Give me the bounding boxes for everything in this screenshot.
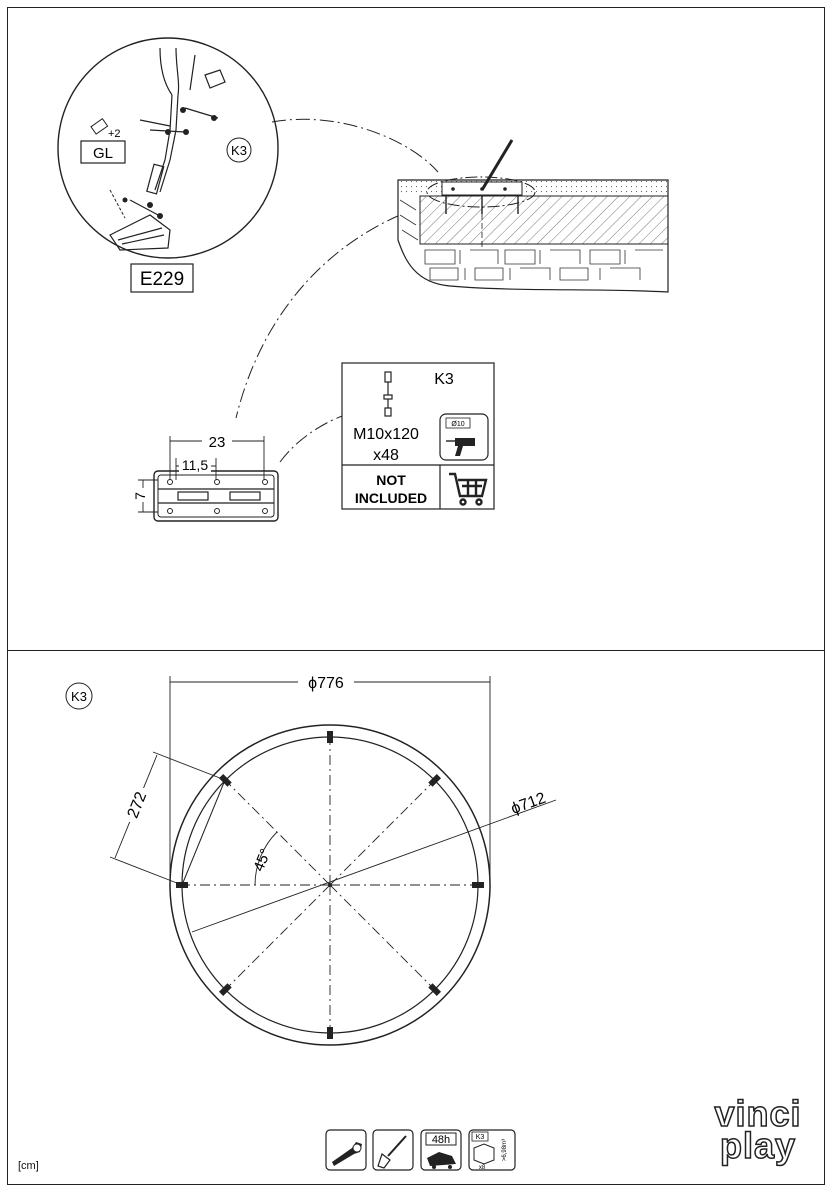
anchor-markers <box>176 731 484 1039</box>
brand-line2: play <box>719 1125 797 1167</box>
radial-line <box>222 884 331 993</box>
detail-code-box <box>130 263 194 293</box>
center-point <box>328 883 332 887</box>
kit-badge: K3 <box>476 1134 485 1141</box>
layout-label-badge <box>65 682 93 710</box>
detail-k3-badge <box>226 137 252 163</box>
anchor-marker <box>327 731 333 743</box>
shovel-icon <box>372 1129 414 1171</box>
angle-label: 45° <box>250 846 274 873</box>
footer-unit: [cm] <box>18 1160 39 1172</box>
layout-label: K3 <box>71 689 87 704</box>
detail-k3-label: K3 <box>231 143 247 158</box>
anchor-marker <box>472 882 484 888</box>
kit-volume-icon: K3 x8 >6,98m³ <box>468 1129 516 1171</box>
outer-diameter: ϕ776 <box>308 675 344 692</box>
volume-label: >6,98m³ <box>502 1139 508 1161</box>
cart-icon <box>449 472 488 506</box>
anchor-marker <box>327 1027 333 1039</box>
radial-lines <box>178 733 482 1037</box>
top-diagram: +2 GL K3 E229 <box>57 37 669 522</box>
radial-line <box>222 777 331 886</box>
note-line1: NOT <box>376 472 406 488</box>
anchor-plate-drawing: 23 11,5 7 <box>132 432 279 522</box>
bolt-spec: M10x120 <box>353 426 419 443</box>
footer-icons: 48h K3 x8 >6,98m³ <box>325 1129 516 1171</box>
kit-qty: x8 <box>479 1165 486 1171</box>
detail-box-label: GL <box>93 145 113 162</box>
radial-line <box>329 777 438 886</box>
drill-size: Ø10 <box>451 421 464 428</box>
page-frame <box>7 7 825 1185</box>
time-badge: 48h <box>432 1134 450 1146</box>
concrete-mixer-icon: 48h <box>420 1129 462 1171</box>
detail-code: E229 <box>140 269 184 290</box>
radial-line <box>329 884 438 993</box>
anchor-marker <box>218 983 232 997</box>
detail-qty: +2 <box>108 128 121 140</box>
tape-measure-icon <box>325 1129 367 1171</box>
note-line2: INCLUDED <box>355 490 427 506</box>
layout-diagram: K3 ϕ776 ϕ712 272 45° <box>65 672 557 1046</box>
section-divider <box>7 650 825 651</box>
anchor-marker <box>428 983 442 997</box>
bolt-icon <box>383 371 393 417</box>
plate-dim-offset: 11,5 <box>182 457 208 473</box>
drill-icon: Ø10 <box>439 413 489 461</box>
ground-section <box>397 139 669 293</box>
part-box: K3 M10x120 x48 Ø10 NOT INCLUDED <box>341 362 495 510</box>
part-label: K3 <box>434 371 454 388</box>
plate-dim-width: 23 <box>209 434 226 451</box>
anchor-marker <box>428 773 442 787</box>
inner-diameter: ϕ712 <box>509 790 548 818</box>
brand-line1: vinci <box>714 1093 802 1134</box>
bolt-qty: x48 <box>373 447 399 464</box>
brand-logo: vinci play <box>700 1093 816 1167</box>
detail-box <box>80 140 126 164</box>
plate-dim-height: 7 <box>132 492 148 500</box>
detail-magnifier: +2 GL K3 <box>57 37 279 259</box>
